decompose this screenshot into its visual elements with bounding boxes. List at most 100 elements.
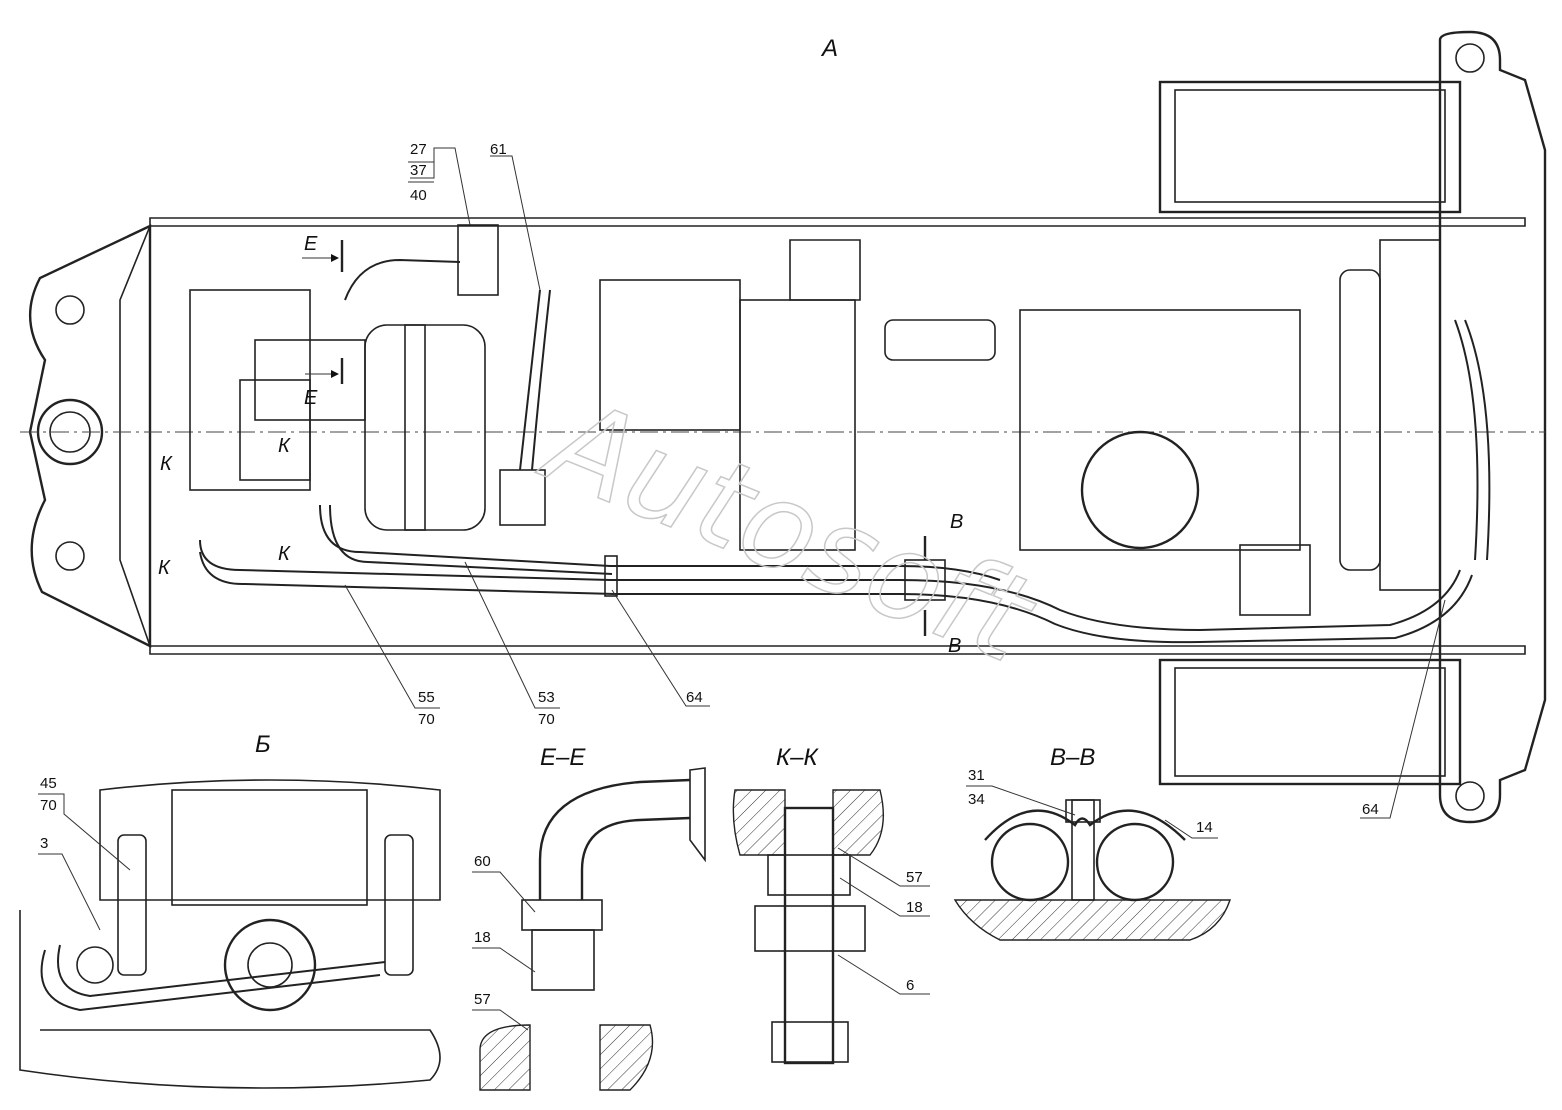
section-vv-title: В–В <box>1050 744 1095 771</box>
callout-55: 55 <box>418 689 435 706</box>
leader-vv-31 <box>966 785 1076 816</box>
rear-pump <box>1239 544 1311 616</box>
rear-body-outline <box>1438 30 1547 824</box>
kk-end-nut <box>771 1021 849 1063</box>
callout-vv-31: 31 <box>968 767 985 784</box>
kk-body-right <box>832 789 885 856</box>
pipe-55-outer <box>199 551 1473 644</box>
filter-unit <box>884 319 996 361</box>
callout-ee-60: 60 <box>474 853 491 870</box>
section-k1-label: К <box>278 435 291 457</box>
section-k2-label: К <box>160 453 173 475</box>
callout-53: 53 <box>538 689 555 706</box>
callout-kk-18: 18 <box>906 899 923 916</box>
watermark: Autosoft <box>524 370 1053 692</box>
pipe-53 <box>319 504 1001 581</box>
callout-40: 40 <box>410 187 427 204</box>
leader-b-3 <box>38 853 101 931</box>
section-ee-title: Е–Е <box>540 744 586 771</box>
valve-block <box>457 224 499 296</box>
callout-37: 37 <box>410 162 427 179</box>
leader-ee-18 <box>472 947 536 973</box>
ee-nut <box>521 899 603 931</box>
upper-frame-rail <box>149 217 1526 227</box>
detail-b: Б 45 70 3 <box>19 731 441 1089</box>
pipe-radiator <box>1454 319 1479 561</box>
clamp-64 <box>604 555 618 597</box>
detail-b-wheel <box>223 918 317 1012</box>
leader-ee-57 <box>472 1009 529 1031</box>
vv-bolt-head <box>1065 799 1101 823</box>
lower-tank-inner <box>1174 667 1446 777</box>
ee-flange <box>689 767 706 863</box>
vv-base <box>953 899 1231 941</box>
lower-fitting-block <box>499 469 546 526</box>
section-vv: В–В 31 34 14 <box>953 744 1231 941</box>
pipe-upper-left <box>344 258 461 301</box>
detail-b-pump <box>76 946 114 984</box>
fan-shroud <box>1339 269 1381 571</box>
upper-tank <box>1158 80 1462 214</box>
section-v-top-label: В <box>950 511 963 533</box>
detail-b-base <box>19 910 441 1089</box>
callout-64: 64 <box>686 689 703 706</box>
kk-tube <box>783 806 835 1065</box>
leader-27 <box>410 147 471 226</box>
leader-kk-57 <box>837 847 930 887</box>
detail-b-tank <box>171 789 368 906</box>
view-a-title: А <box>820 35 838 62</box>
leader-53 <box>464 561 560 709</box>
lower-frame-rail <box>149 645 1526 655</box>
callout-ee-18: 18 <box>474 929 491 946</box>
callout-b-3: 3 <box>40 835 48 852</box>
tow-yoke <box>28 224 152 648</box>
section-k4-label: К <box>278 543 291 565</box>
ee-bend-inner <box>580 816 691 900</box>
pipe-61 <box>519 289 541 471</box>
section-e-top-label: Е <box>304 233 318 255</box>
vv-pipe-left <box>990 822 1070 902</box>
ee-body-right <box>599 1024 654 1091</box>
leader-ee-60 <box>472 871 536 913</box>
ee-fitting <box>531 929 595 991</box>
detail-b-frame <box>99 779 441 901</box>
section-e-mid-label: Е <box>304 387 318 409</box>
leader-64-right <box>1360 599 1446 819</box>
engine-block <box>1019 309 1301 551</box>
pipe-radiator-outer <box>1464 319 1491 561</box>
top-bracket <box>789 239 861 301</box>
detail-b-pipe-right <box>384 834 414 976</box>
section-v-bottom-label: В <box>948 635 961 657</box>
detail-b-hub <box>247 942 293 988</box>
leader-64 <box>611 589 710 707</box>
pin-upper <box>55 295 85 325</box>
callout-b-45: 45 <box>40 775 57 792</box>
pipe-53-outer <box>329 504 613 575</box>
pump-flange <box>404 324 426 531</box>
leader-61 <box>490 155 541 291</box>
detail-b-pipe-left <box>117 834 147 976</box>
leader-vv-14 <box>1164 819 1218 839</box>
kk-adapter <box>767 854 851 896</box>
callout-vv-14: 14 <box>1196 819 1213 836</box>
pin-lower <box>55 541 85 571</box>
view-b-title: Б <box>255 731 271 758</box>
section-ee: Е–Е 60 18 57 <box>472 744 706 1091</box>
callout-vv-34: 34 <box>968 791 985 808</box>
tow-yoke-inner <box>119 225 151 647</box>
lower-tank <box>1158 658 1462 786</box>
callout-61: 61 <box>490 141 507 158</box>
round-filter <box>1080 430 1200 550</box>
callout-kk-57: 57 <box>906 869 923 886</box>
ee-bend-outer <box>538 778 691 900</box>
leader-55 <box>344 584 440 709</box>
vv-pipe-right <box>1095 822 1175 902</box>
radiator <box>1379 239 1441 591</box>
left-gearbox <box>189 289 311 491</box>
pipe-61-outer <box>531 289 551 471</box>
left-module <box>239 379 311 481</box>
upper-tank-inner <box>1174 89 1446 203</box>
ee-body-left <box>479 1024 531 1091</box>
vv-clamp <box>984 809 1186 841</box>
